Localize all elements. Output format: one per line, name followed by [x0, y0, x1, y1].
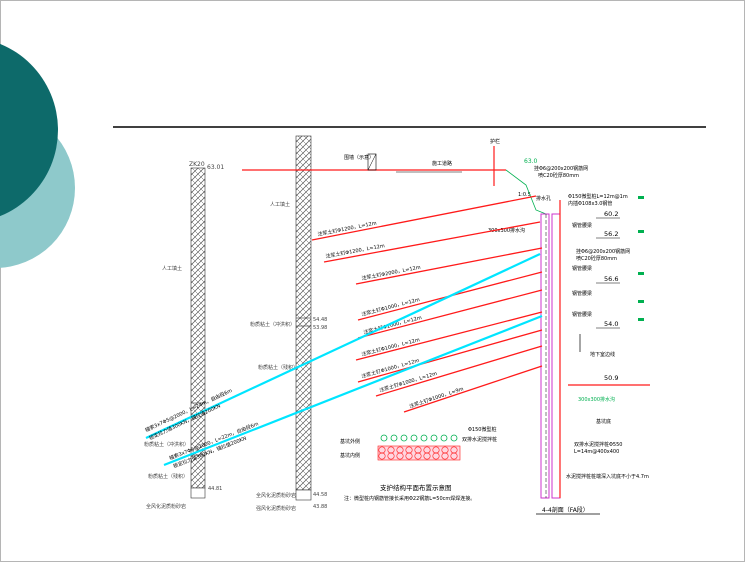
pile-note-2: 内插Φ108x3.0钢管 — [568, 200, 612, 207]
right-elev-4: 54.0 — [604, 320, 618, 328]
crest-elev: 63.0 — [524, 158, 538, 165]
plan-outer: 基坑外侧 — [340, 438, 360, 445]
plan-jet-pile-8 — [441, 446, 449, 454]
plan-micropile-3 — [400, 434, 408, 442]
plan-title: 支护结构平面布置示意图 — [380, 483, 452, 492]
plan-note: 注：微型桩内钢筋管接长采用Φ22钢筋L=50cm焊焊连接。 — [344, 495, 475, 502]
weep-label: 排水孔 — [536, 195, 551, 202]
borehole-right-layer-2: 粉质粘土（冲洪积） — [250, 321, 295, 328]
right-elev-2: 56.2 — [604, 230, 618, 238]
plan-jet-pile-2 — [387, 446, 395, 454]
pile-note-1: Φ150微型桩L=12m@1m — [568, 193, 628, 200]
plan-micropile-7 — [440, 434, 448, 442]
plan-jet-pile-16 — [432, 452, 440, 460]
fence-label: 围墙（示意） — [344, 154, 374, 161]
borehole-right-elev-4: 43.88 — [313, 504, 327, 510]
road-label: 施工道路 — [432, 160, 452, 167]
decor-circle-dark — [0, 43, 58, 217]
borehole-left-layer-3: 粉质粘土（残积） — [148, 473, 188, 480]
borehole-right: 54.48 53.98 44.58 43.88 人工填土 粉质粘土（冲洪积） 粉… — [250, 135, 327, 512]
borehole-right-elev-1: 54.48 — [313, 317, 327, 323]
plan-micropile-6 — [430, 434, 438, 442]
soil-nail-group: 注浆土钉Φ1200，L=12m注浆土钉Φ1200，L=12m注浆土钉Φ2000，… — [311, 195, 543, 413]
slope-ratio: 1:0.5 — [518, 192, 531, 198]
borehole-right-elev-2: 53.98 — [313, 325, 327, 331]
soil-nail-5 — [357, 289, 543, 339]
plan-pile: Φ150微型桩 — [468, 426, 496, 433]
borehole-left-bottom-elev: 44.81 — [208, 486, 222, 492]
soil-nail-8 — [375, 345, 543, 397]
soil-nail-6 — [355, 311, 543, 361]
plan-micropile-4 — [410, 434, 418, 442]
anchor-cable-1-label-1: 锚索3x7Φ5@2000，L=24m，自由段6m — [144, 387, 234, 434]
soil-nail-2 — [323, 221, 541, 263]
mesh-note-right-1: 挂Φ6@200x200钢筋网 — [576, 248, 630, 255]
borehole-right-layer-5: 强风化泥质粉砂岩 — [256, 505, 296, 512]
ditch-right-label: 300x300排水沟 — [578, 396, 615, 403]
plan-jet-pile-3 — [396, 446, 404, 454]
borehole-right-elev-3: 44.58 — [313, 492, 327, 498]
waist-beam-2: 钢管腰梁 — [572, 265, 592, 272]
anchor-cable-1 — [145, 253, 541, 439]
plan-micropile-1 — [380, 434, 388, 442]
plan-jet-pile-4 — [405, 446, 413, 454]
plan-micropile-5 — [420, 434, 428, 442]
soil-nail-9 — [403, 365, 543, 413]
waist-beam-4: 钢管腰梁 — [572, 311, 592, 318]
plan-view: 基坑外侧 基坑内侧 Φ150微型桩 双排水泥搅拌桩 支护结构平面布置示意图 注：… — [340, 426, 497, 502]
plan-jet-pile-9 — [450, 446, 458, 454]
plan-micropile-2 — [390, 434, 398, 442]
mesh-note-right-2: 喷C20砼厚80mm — [576, 255, 617, 262]
mesh-note-top-2: 喷C20砼厚80mm — [538, 172, 579, 179]
borehole-right-layer-4: 全风化泥质粉砂岩 — [256, 492, 296, 499]
plan-jet: 双排水泥搅拌桩 — [462, 436, 497, 443]
soil-nail-1 — [311, 195, 537, 241]
soil-nail-label-9: 注浆土钉Φ1000，L=9m — [408, 385, 464, 410]
soil-nail-3 — [355, 247, 543, 285]
plan-jet-pile-11 — [387, 452, 395, 460]
jet-note-3: 水泥搅拌桩桩端深入坑底不小于4.7m — [566, 473, 649, 480]
right-annotations: Φ150微型桩L=12m@1m 内插Φ108x3.0钢管 60.2 56.2 钢… — [536, 193, 650, 515]
plan-jet-pile-5 — [414, 446, 422, 454]
borehole-left-layer-2: 粉质粘土（冲洪积） — [144, 441, 189, 448]
plan-inner: 基坑内侧 — [340, 452, 360, 459]
plan-jet-pile-10 — [378, 452, 386, 460]
soil-nail-7 — [357, 329, 543, 383]
waist-beam-1: 钢管腰梁 — [572, 222, 592, 229]
borehole-left-layer-1: 人工填土 — [162, 265, 182, 272]
borehole-left-id: ZK20 — [189, 161, 205, 168]
right-elev-1: 60.2 — [604, 210, 618, 218]
plan-jet-pile-6 — [423, 446, 431, 454]
jet-note-2: L=14m@400x400 — [574, 449, 619, 455]
guardrail-label: 护栏 — [490, 138, 500, 145]
mesh-note-top-1: 挂Φ6@200x200钢筋网 — [534, 165, 588, 172]
plan-jet-pile-13 — [405, 452, 413, 460]
soil-nail-label-2: 注浆土钉Φ1200，L=12m — [325, 242, 385, 260]
borehole-right-layer-3: 粉质粘土（残积） — [258, 364, 298, 371]
jet-note-1: 双排水泥搅拌桩Φ550 — [574, 441, 622, 448]
plan-jet-pile-15 — [423, 452, 431, 460]
borehole-right-layer-1: 人工填土 — [270, 201, 290, 208]
right-elev-5: 50.9 — [604, 374, 618, 382]
plan-jet-pile-12 — [396, 452, 404, 460]
plan-micropile-8 — [450, 434, 458, 442]
support-wall — [540, 200, 561, 499]
borehole-left-top-elev: 63.01 — [207, 164, 224, 171]
waist-beam-3: 钢管腰梁 — [572, 290, 592, 297]
plan-jet-pile-17 — [441, 452, 449, 460]
plan-jet-pile-14 — [414, 452, 422, 460]
plan-jet-pile-1 — [378, 446, 386, 454]
pit-bottom-label: 基坑底 — [596, 418, 611, 425]
ground-line-label: 地下室边线 — [590, 351, 615, 358]
right-elev-3: 56.6 — [604, 275, 618, 283]
anchor-cable-2 — [163, 314, 543, 467]
borehole-left: ZK20 63.01 44.81 人工填土 粉质粘土（冲洪积） 粉质粘土（残积）… — [144, 161, 224, 510]
plan-jet-pile-7 — [432, 446, 440, 454]
borehole-left-layer-4: 全风化泥质粉砂岩 — [146, 503, 186, 510]
plan-jet-pile-18 — [450, 452, 458, 460]
section-title: 4-4剖面（FA段） — [542, 506, 589, 514]
ditch-top-label: 300x300排水沟 — [488, 227, 525, 234]
soil-nail-label-6: 注浆土钉Φ1000，L=12m — [361, 336, 421, 358]
